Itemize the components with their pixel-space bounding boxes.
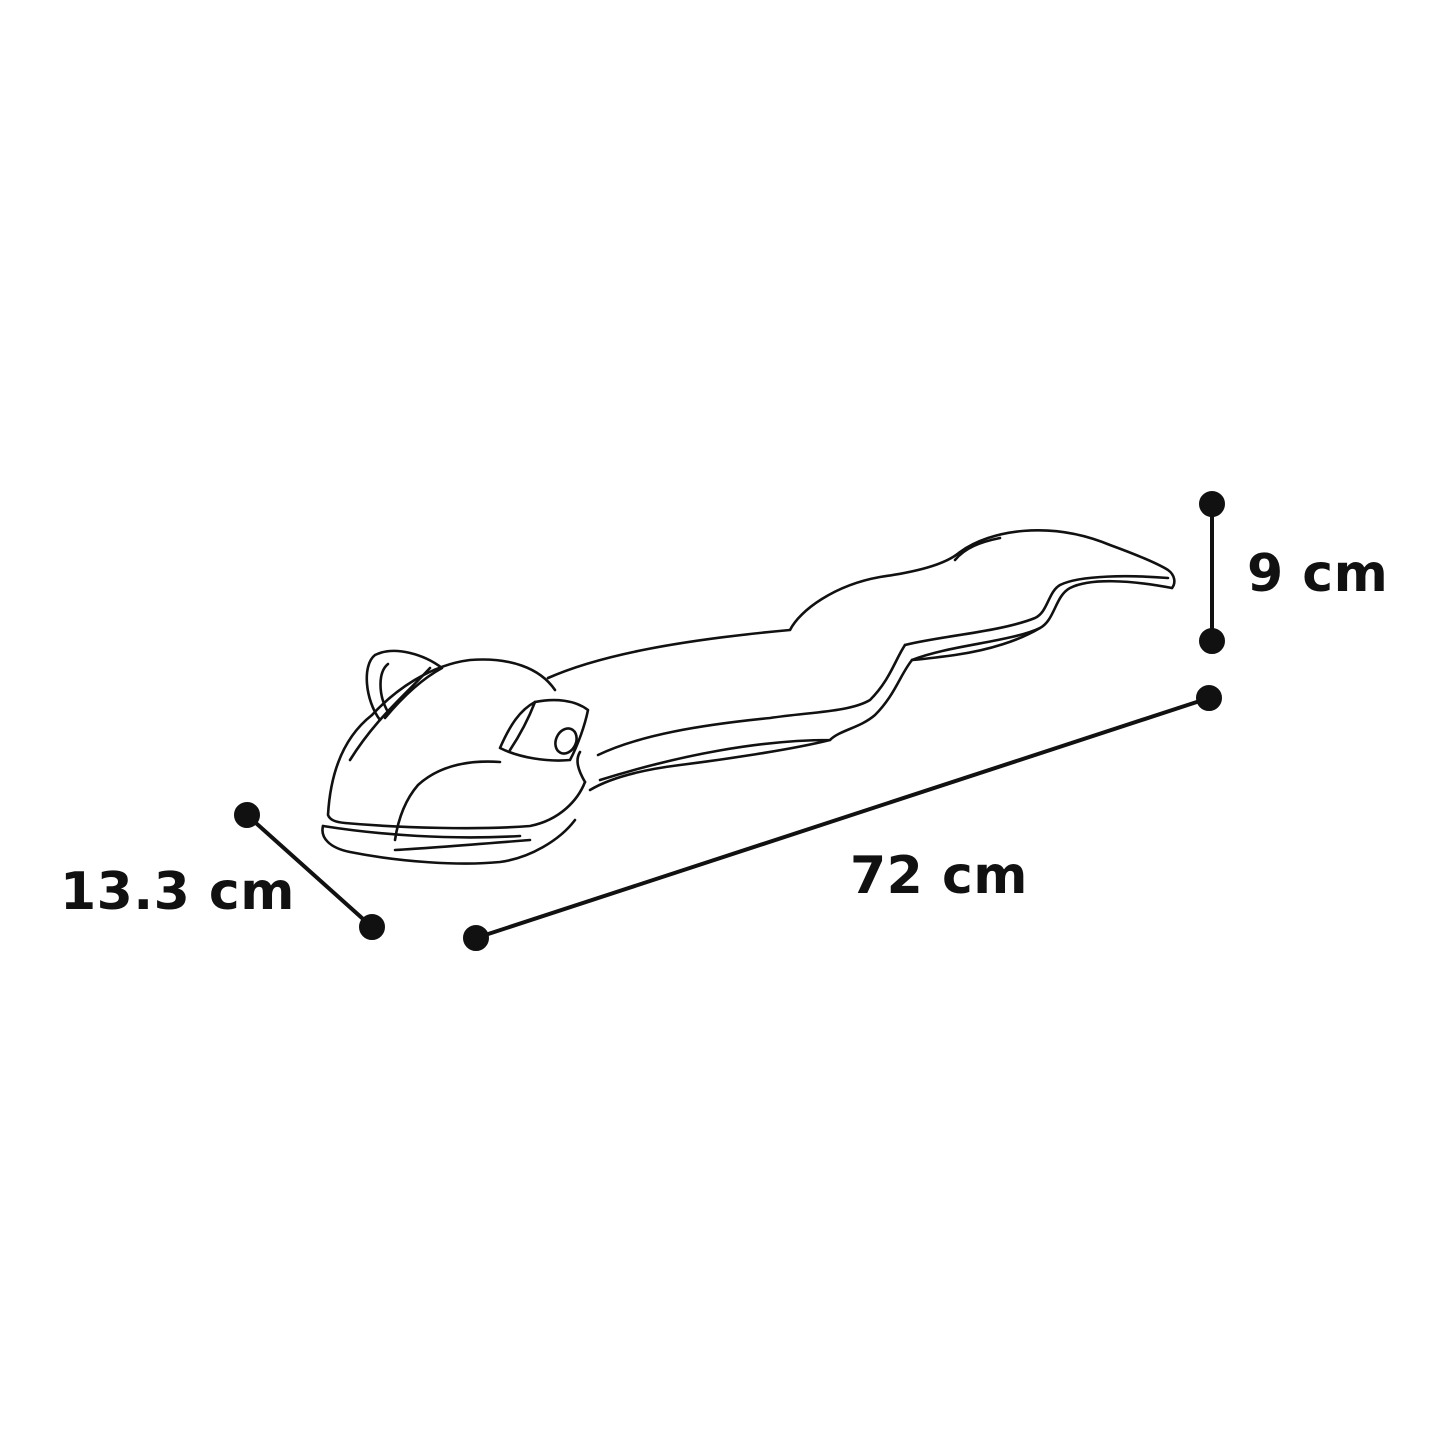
snake-tail-lower-edge [910, 579, 1174, 662]
length-label: 72 cm [850, 846, 1028, 906]
snake-tail-fold [903, 574, 1170, 647]
width-dimension-line [245, 813, 374, 929]
snake-head-base [321, 818, 577, 865]
snake-head-dome [370, 658, 557, 717]
snake-neck-line [576, 750, 587, 784]
height-label: 9 cm [1247, 544, 1389, 604]
snake-head-base-inner [321, 824, 522, 839]
height-endpoint-dot [1199, 491, 1225, 517]
dimension-lines [234, 491, 1225, 951]
snake-snout [498, 698, 590, 762]
snake-head-base-edge [393, 838, 532, 852]
snake-body-side-lower [598, 658, 914, 782]
snake-snout-line [508, 700, 537, 752]
height-endpoint-dot [1199, 628, 1225, 654]
snake-tail-crest [953, 536, 1002, 562]
snake-body-side-upper [596, 643, 907, 757]
width-label: 13.3 cm [60, 862, 295, 922]
snake-body-base [588, 738, 832, 792]
snake-tail-base [910, 626, 1042, 662]
snake-ear [365, 649, 444, 722]
snake-ear-inner [379, 662, 390, 714]
snake-head-top [326, 713, 587, 830]
snake-plush-outline [321, 529, 1176, 865]
length-endpoint-dot [1196, 685, 1222, 711]
length-dimension-line [475, 696, 1210, 940]
width-endpoint-dot [359, 914, 385, 940]
snake-nostril [554, 727, 578, 755]
snake-body-top-edge [546, 529, 1176, 680]
length-endpoint-dot [463, 925, 489, 951]
width-endpoint-dot [234, 802, 260, 828]
snake-head-cheek [393, 760, 502, 842]
